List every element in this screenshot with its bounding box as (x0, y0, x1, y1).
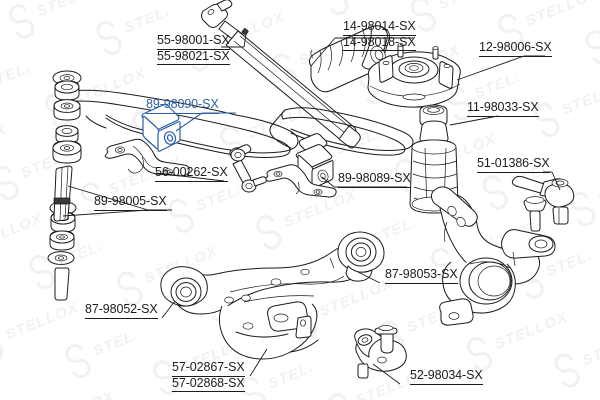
label-87-98053-sx: 87-98053-SX (385, 267, 458, 284)
label-89-98090-sx: 89-98090-SX (146, 97, 219, 114)
part-lower-control-arm (160, 231, 385, 360)
label-14-98018-sx: 14-98018-SX (343, 35, 416, 51)
label-89-98005-sx: 89-98005-SX (94, 194, 167, 211)
label-56-00262-sx: 56-00262-SX (155, 165, 228, 182)
label-87-98052-sx: 87-98052-SX (85, 302, 158, 319)
label-group-steering-boot: 14-98014-SX 14-98018-SX (343, 19, 416, 51)
label-group-control-arm: 57-02867-SX 57-02868-SX (172, 360, 245, 392)
label-51-01386-sx: 51-01386-SX (477, 156, 550, 173)
label-55-98001-sx: 55-98001-SX (157, 33, 230, 50)
label-89-98089-sx: 89-98089-SX (338, 171, 411, 188)
label-group-tie-rod: 55-98001-SX 55-98021-SX (157, 33, 230, 65)
part-stabilizer-link (229, 144, 267, 193)
label-12-98006-sx: 12-98006-SX (479, 40, 552, 57)
part-knuckle-bolt (523, 196, 547, 232)
label-11-98033-sx: 11-98033-SX (467, 100, 539, 117)
label-57-02867-sx: 57-02867-SX (172, 360, 245, 377)
part-stabilizer-link-bushing-kit (47, 70, 82, 301)
label-55-98021-sx: 55-98021-SX (157, 49, 230, 65)
label-14-98014-sx: 14-98014-SX (343, 19, 416, 36)
label-57-02868-sx: 57-02868-SX (172, 376, 245, 392)
label-52-98034-sx: 52-98034-SX (410, 368, 483, 385)
